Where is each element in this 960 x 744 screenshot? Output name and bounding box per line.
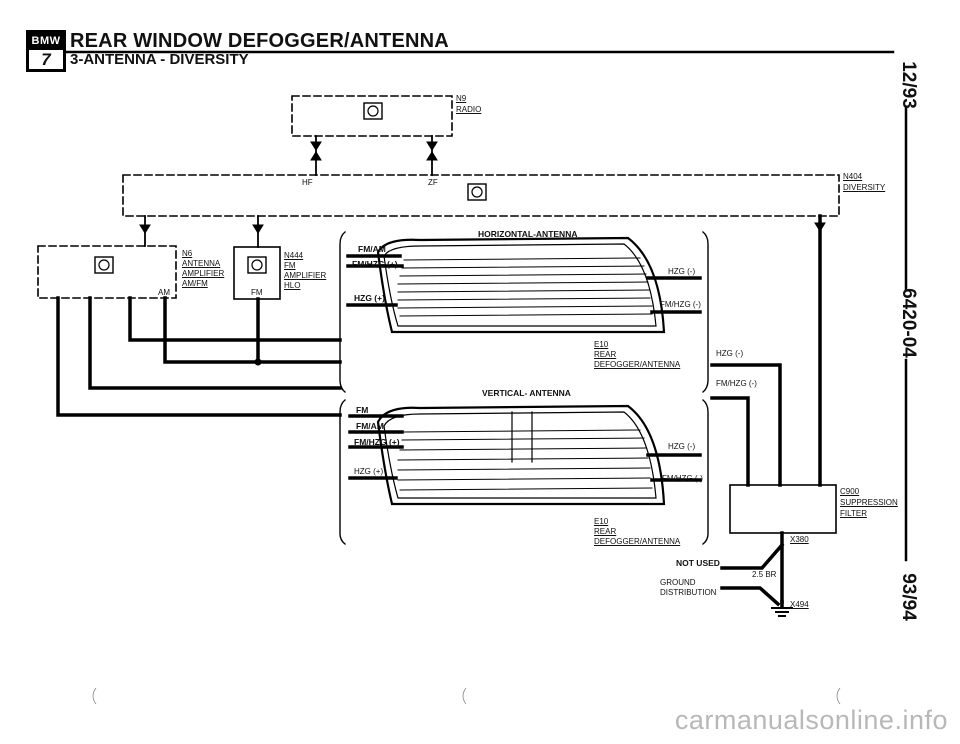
n444-line1: FM (284, 261, 296, 270)
side-date: 12/93 (898, 61, 919, 109)
bmw-series-logo: BMW 7 (26, 30, 66, 72)
c900-box (729, 484, 837, 534)
n444-line2: AMPLIFIER (284, 271, 327, 280)
vertical-antenna-title: VERTICAL- ANTENNA (482, 388, 571, 398)
v-part-line1: REAR (594, 527, 617, 536)
h-part-id: E10 (594, 340, 609, 349)
radio-symbol-circle (367, 105, 379, 117)
h-left-label-3: HZG (+) (354, 293, 385, 303)
n404-id: N404 (843, 172, 863, 181)
radio-box (291, 95, 453, 137)
v-part-line2: DEFOGGER/ANTENNA (594, 537, 681, 546)
h-left-label-2: FM/HZG (+) (352, 259, 398, 269)
wire-size: 2.5 BR (752, 570, 777, 579)
c900-line1: SUPPRESSION (840, 498, 898, 507)
v-left-label-2: FM/AM (356, 421, 384, 431)
n444-pin-fm: FM (251, 288, 263, 297)
n9-id: N9 (456, 94, 467, 103)
n6-box (37, 245, 177, 299)
n9-name: RADIO (456, 105, 482, 114)
n404-pin-zf: ZF (428, 178, 438, 187)
horizontal-glass (376, 236, 666, 334)
radio-symbol-frame (363, 102, 383, 120)
not-used-label: NOT USED (676, 558, 720, 568)
v-left-label-3: FM/HZG (+) (354, 437, 400, 447)
n6-id: N6 (182, 249, 193, 258)
h-right-label-2: FM/HZG (-) (660, 300, 701, 309)
connector-x380: X380 (790, 535, 809, 544)
diversity-box (122, 174, 840, 217)
n444-line3: HLO (284, 281, 301, 290)
n6-line2: AMPLIFIER (182, 269, 225, 278)
ground-line1: GROUND (660, 578, 696, 587)
n444-id: N444 (284, 251, 304, 260)
c900-id: C900 (840, 487, 860, 496)
ground-line2: DISTRIBUTION (660, 588, 717, 597)
v-part-id: E10 (594, 517, 609, 526)
page-title: REAR WINDOW DEFOGGER/ANTENNA (70, 30, 449, 52)
h-part-line1: REAR (594, 350, 617, 359)
logo-brand: BMW (29, 33, 63, 50)
h-left-label-1: FM/AM (358, 244, 386, 254)
v-left-label-4: HZG (+) (354, 467, 384, 476)
v-right-label-1: HZG (-) (668, 442, 696, 451)
page-subtitle: 3-ANTENNA - DIVERSITY (70, 51, 249, 68)
vertical-glass (376, 404, 666, 506)
n404-name: DIVERSITY (843, 183, 886, 192)
ground-x494: X494 (790, 600, 809, 609)
n6-line3: AM/FM (182, 279, 208, 288)
n404-pin-hf: HF (302, 178, 313, 187)
wire-fm-hzg-minus: FM/HZG (-) (716, 379, 757, 388)
side-model-years: 93/94 (898, 573, 919, 621)
logo-series: 7 (41, 50, 51, 69)
v-right-label-2: FM/HZG (-) (662, 474, 703, 483)
c900-line2: FILTER (840, 509, 867, 518)
wire-hzg-minus: HZG (-) (716, 349, 744, 358)
h-right-label-1: HZG (-) (668, 267, 696, 276)
horizontal-antenna-title: HORIZONTAL-ANTENNA (478, 229, 578, 239)
h-part-line2: DEFOGGER/ANTENNA (594, 360, 681, 369)
n6-pin-am: AM (158, 288, 170, 297)
v-left-label-1: FM (356, 405, 369, 415)
n6-line1: ANTENNA (182, 259, 221, 268)
watermark: carmanualsonline.info (674, 705, 948, 735)
side-code: 6420-04 (898, 288, 919, 358)
